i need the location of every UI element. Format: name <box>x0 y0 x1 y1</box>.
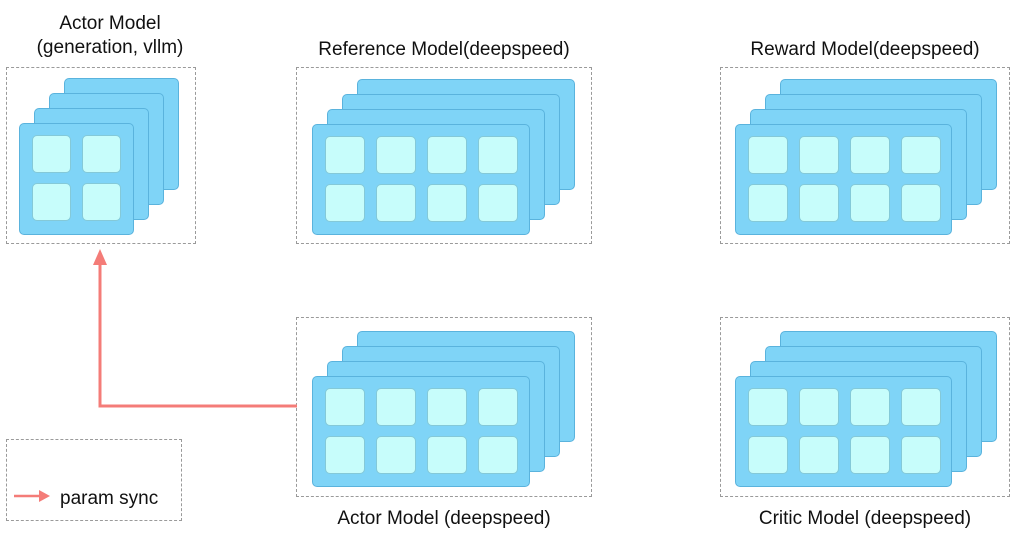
gpu-cell <box>32 183 71 221</box>
actor-vllm-title-line1: Actor Model <box>59 13 161 34</box>
device-card <box>19 123 134 235</box>
gpu-cell <box>427 136 467 174</box>
gpu-cell <box>901 184 941 222</box>
gpu-cell <box>82 135 121 173</box>
gpu-cell <box>82 183 121 221</box>
gpu-cell <box>325 184 365 222</box>
gpu-cell <box>850 388 890 426</box>
gpu-cell <box>748 184 788 222</box>
gpu-cell <box>799 136 839 174</box>
actor-vllm-group <box>6 67 196 244</box>
gpu-cell <box>325 136 365 174</box>
gpu-cell <box>478 436 518 474</box>
gpu-cell <box>748 388 788 426</box>
param-sync-arrow-head <box>93 249 107 265</box>
gpu-cell <box>427 436 467 474</box>
device-card <box>312 124 530 235</box>
device-card <box>312 376 530 487</box>
reference-model-group <box>296 67 592 244</box>
gpu-cell <box>850 436 890 474</box>
gpu-cell <box>376 388 416 426</box>
gpu-cell <box>325 388 365 426</box>
gpu-cell <box>376 184 416 222</box>
gpu-cell <box>478 184 518 222</box>
gpu-cell <box>799 436 839 474</box>
gpu-cell <box>427 388 467 426</box>
reference-model-title: Reference Model(deepspeed) <box>318 39 570 60</box>
gpu-cell <box>376 436 416 474</box>
gpu-cell <box>799 388 839 426</box>
device-card <box>735 376 952 487</box>
device-card <box>735 124 952 235</box>
gpu-cell <box>850 184 890 222</box>
gpu-cell <box>901 436 941 474</box>
actor-ds-model-title: Actor Model (deepspeed) <box>337 508 551 529</box>
gpu-cell <box>478 136 518 174</box>
critic-model-title: Critic Model (deepspeed) <box>758 508 972 529</box>
gpu-cell <box>850 136 890 174</box>
critic-model-group <box>720 317 1010 497</box>
gpu-cell <box>748 436 788 474</box>
gpu-cell <box>376 136 416 174</box>
gpu-cell <box>799 184 839 222</box>
legend-param-sync-label: param sync <box>60 488 159 509</box>
gpu-cell <box>901 136 941 174</box>
legend-box <box>6 439 182 521</box>
gpu-cell <box>32 135 71 173</box>
gpu-cell <box>325 436 365 474</box>
actor-ds-model-group <box>296 317 592 497</box>
reward-model-title: Reward Model(deepspeed) <box>750 39 980 60</box>
gpu-cell <box>748 136 788 174</box>
gpu-cell <box>901 388 941 426</box>
param-sync-arrow <box>98 258 297 408</box>
gpu-cell <box>427 184 467 222</box>
actor-vllm-title-line2: (generation, vllm) <box>36 37 184 58</box>
reward-model-group <box>720 67 1010 244</box>
legend-arrow-head <box>39 490 50 502</box>
gpu-cell <box>478 388 518 426</box>
